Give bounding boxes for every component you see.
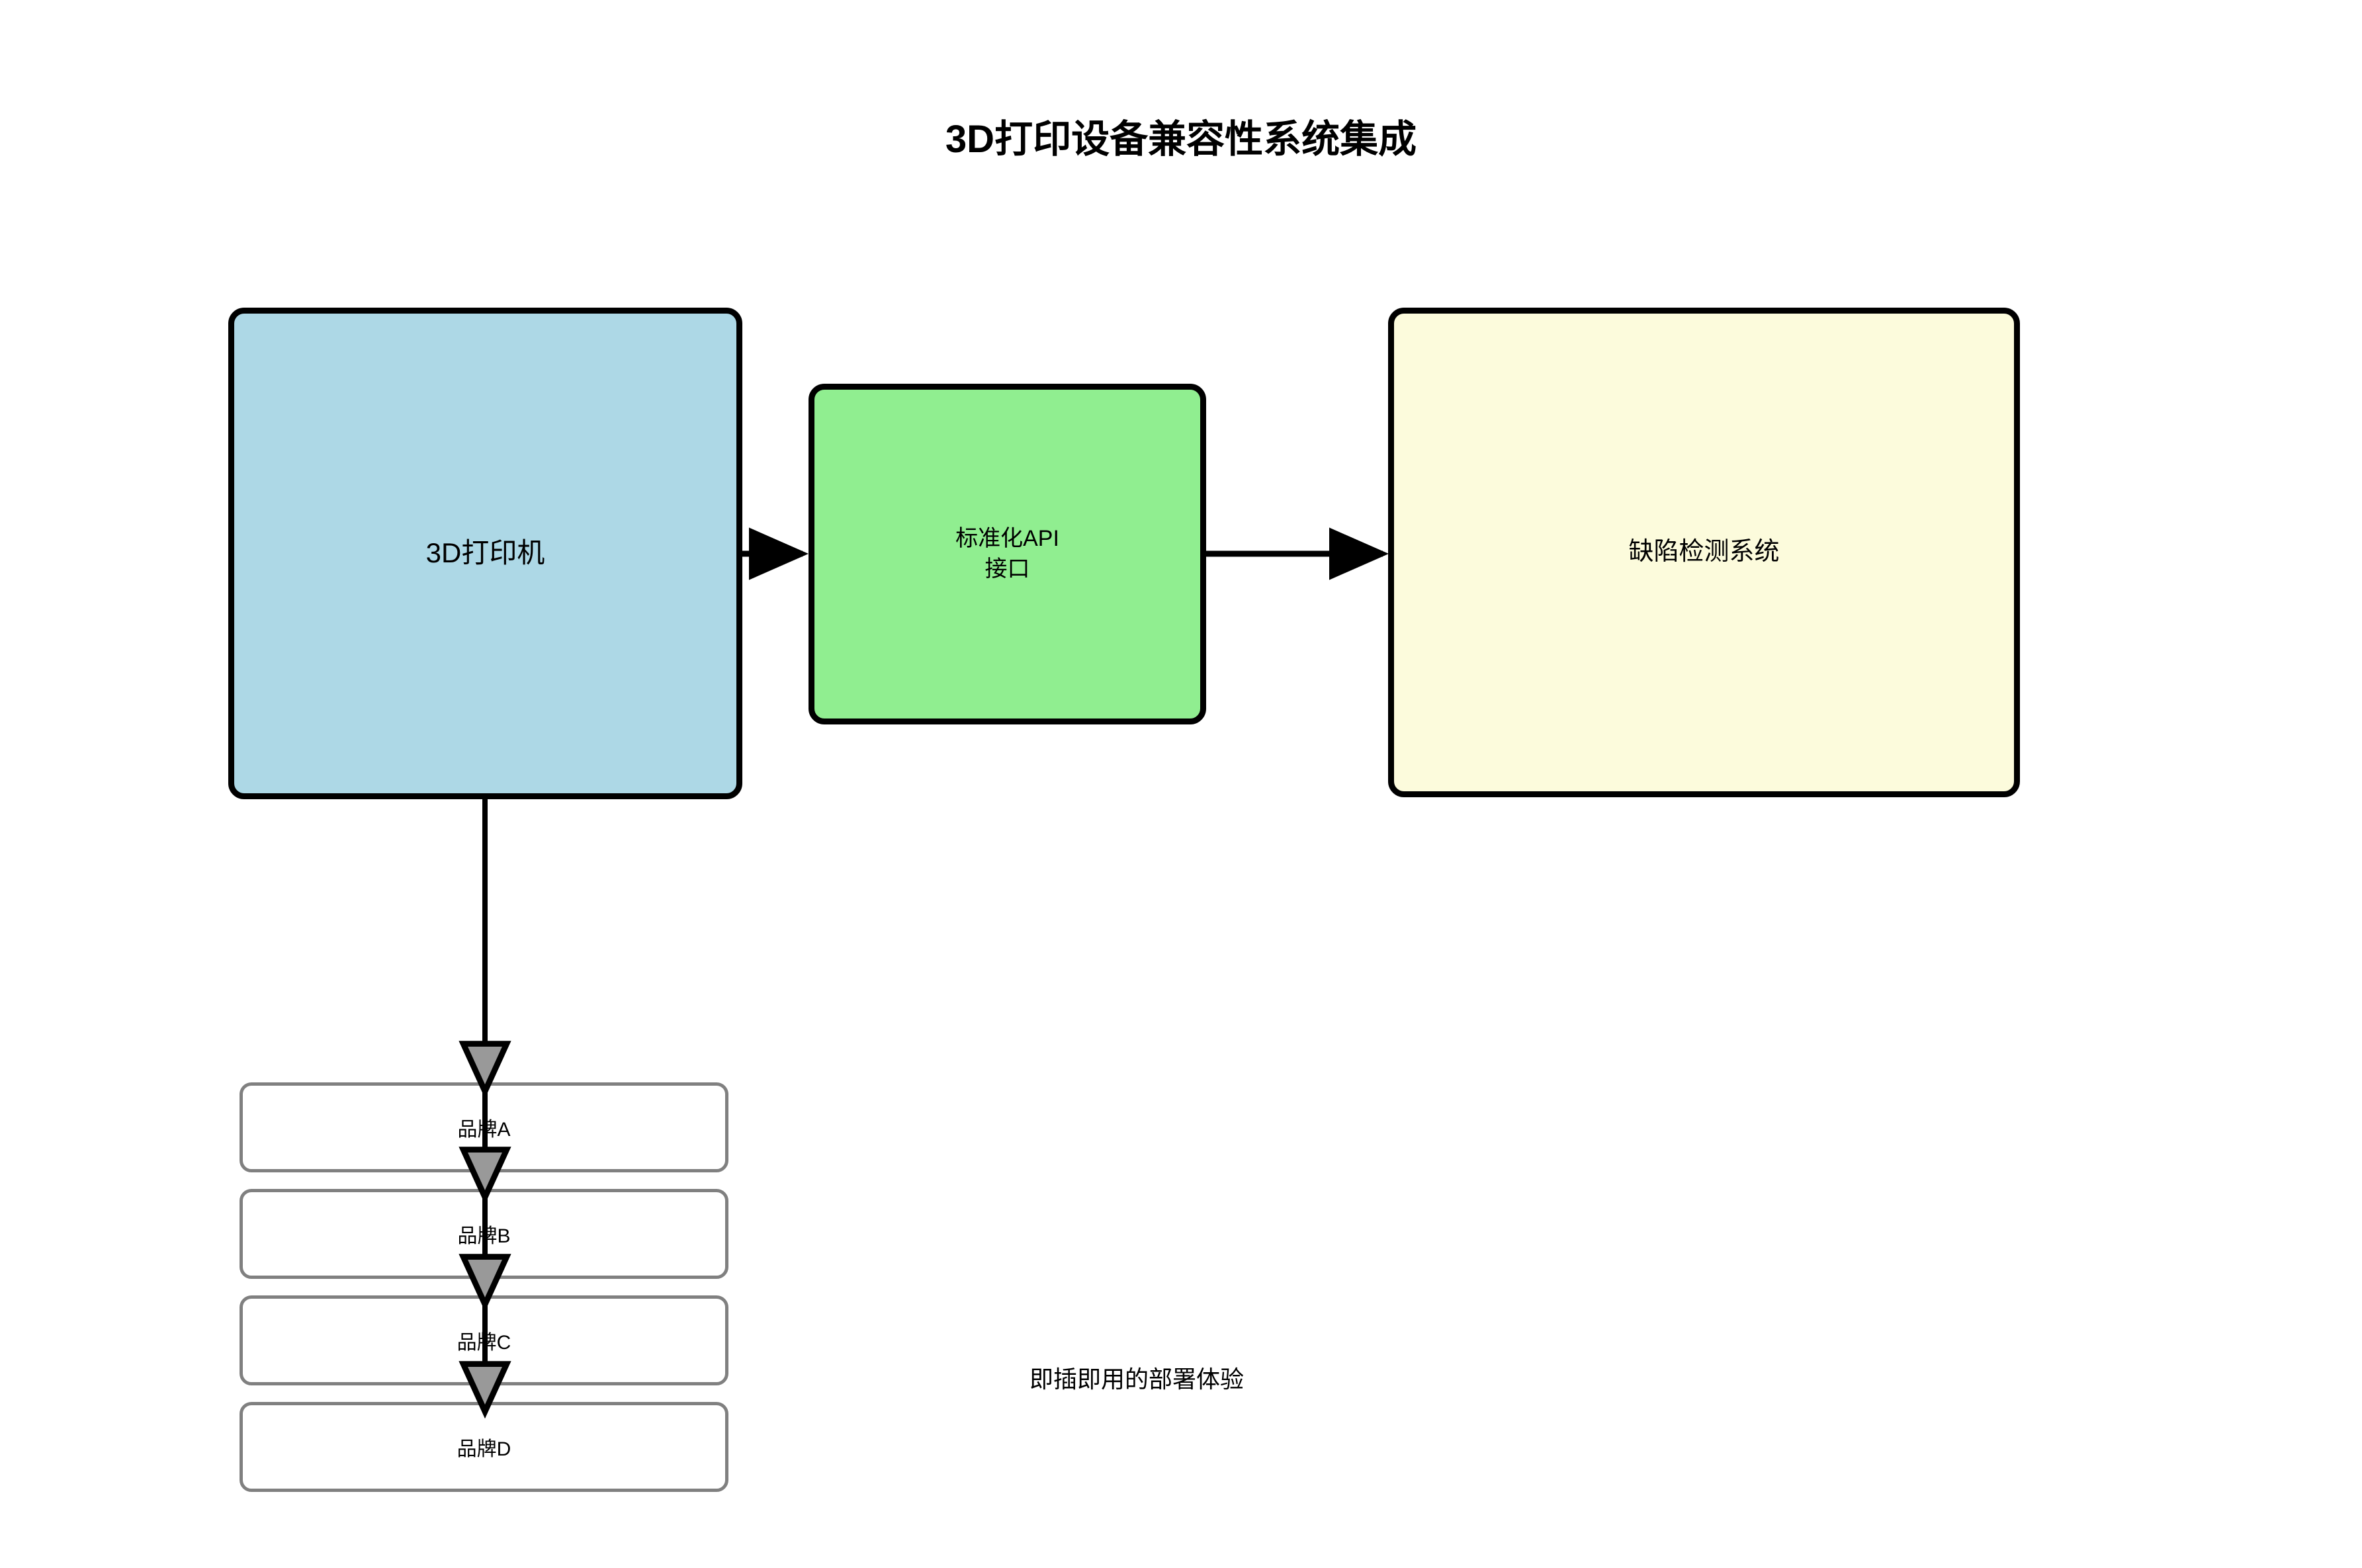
node-3d-printer-label: 3D打印机	[425, 537, 545, 569]
node-3d-printer[interactable]: 3D打印机	[228, 308, 742, 799]
page-title: 3D打印设备兼容性系统集成	[945, 118, 1417, 161]
brand-item-c-label: 品牌C	[457, 1332, 511, 1354]
brand-item-c[interactable]: 品牌C	[240, 1295, 728, 1385]
brand-list: 品牌A 品牌B 品牌C 品牌D	[240, 1082, 728, 1492]
node-defect-detection-system[interactable]: 缺陷检测系统	[1388, 308, 2020, 797]
node-standard-api[interactable]: 标准化API 接口	[809, 384, 1206, 724]
brand-item-a[interactable]: 品牌A	[240, 1082, 728, 1172]
deployment-caption: 即插即用的部署体验	[1029, 1366, 1245, 1393]
brand-item-d-label: 品牌D	[457, 1438, 511, 1460]
brand-item-d[interactable]: 品牌D	[240, 1402, 728, 1492]
brand-item-a-label: 品牌A	[457, 1119, 511, 1141]
brand-item-b-label: 品牌B	[457, 1225, 511, 1247]
brand-item-b[interactable]: 品牌B	[240, 1189, 728, 1279]
node-defect-detection-system-label: 缺陷检测系统	[1628, 538, 1780, 566]
node-standard-api-label: 标准化API 接口	[955, 525, 1059, 582]
